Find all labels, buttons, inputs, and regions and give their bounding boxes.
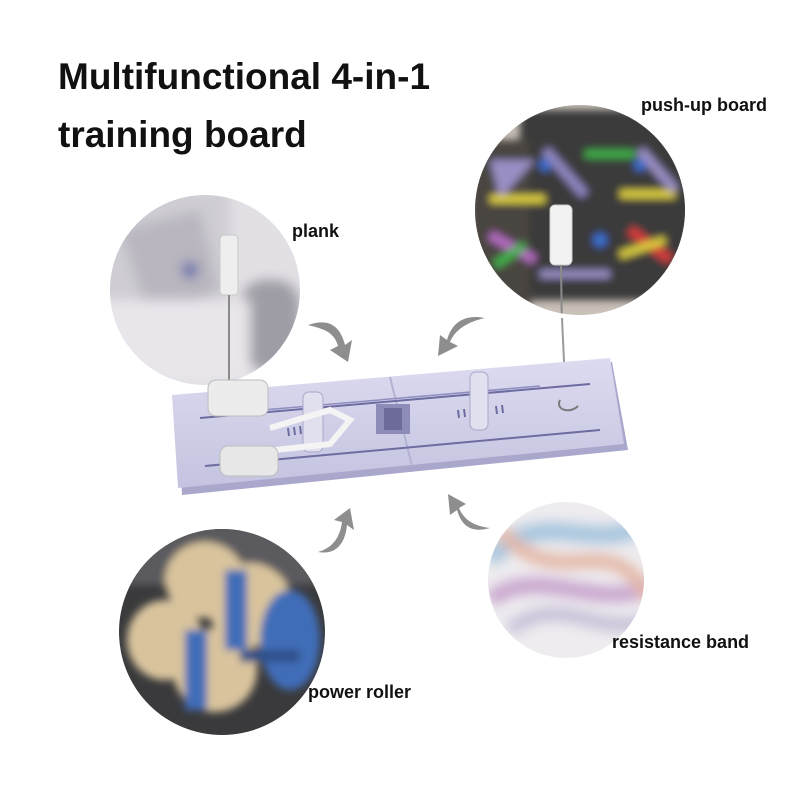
- callout-label-resistance-band: resistance band: [612, 632, 750, 652]
- arrow-icon: [308, 322, 352, 362]
- callout-label-plank: plank: [292, 221, 340, 241]
- arrow-icon: [438, 316, 485, 356]
- page-title-line-2: training board: [58, 114, 307, 155]
- power-roller-image: [119, 529, 325, 735]
- arrow-icon: [448, 494, 490, 530]
- callout-label-power-roller: power roller: [308, 682, 412, 702]
- plank-image: [110, 195, 300, 385]
- callout-label-push-up-board: push-up board: [641, 95, 767, 115]
- page-title-line-1: Multifunctional 4-in-1: [58, 56, 431, 97]
- arrow-icon: [318, 508, 354, 553]
- training-board: [172, 358, 628, 495]
- push-up-board-image: [475, 105, 685, 315]
